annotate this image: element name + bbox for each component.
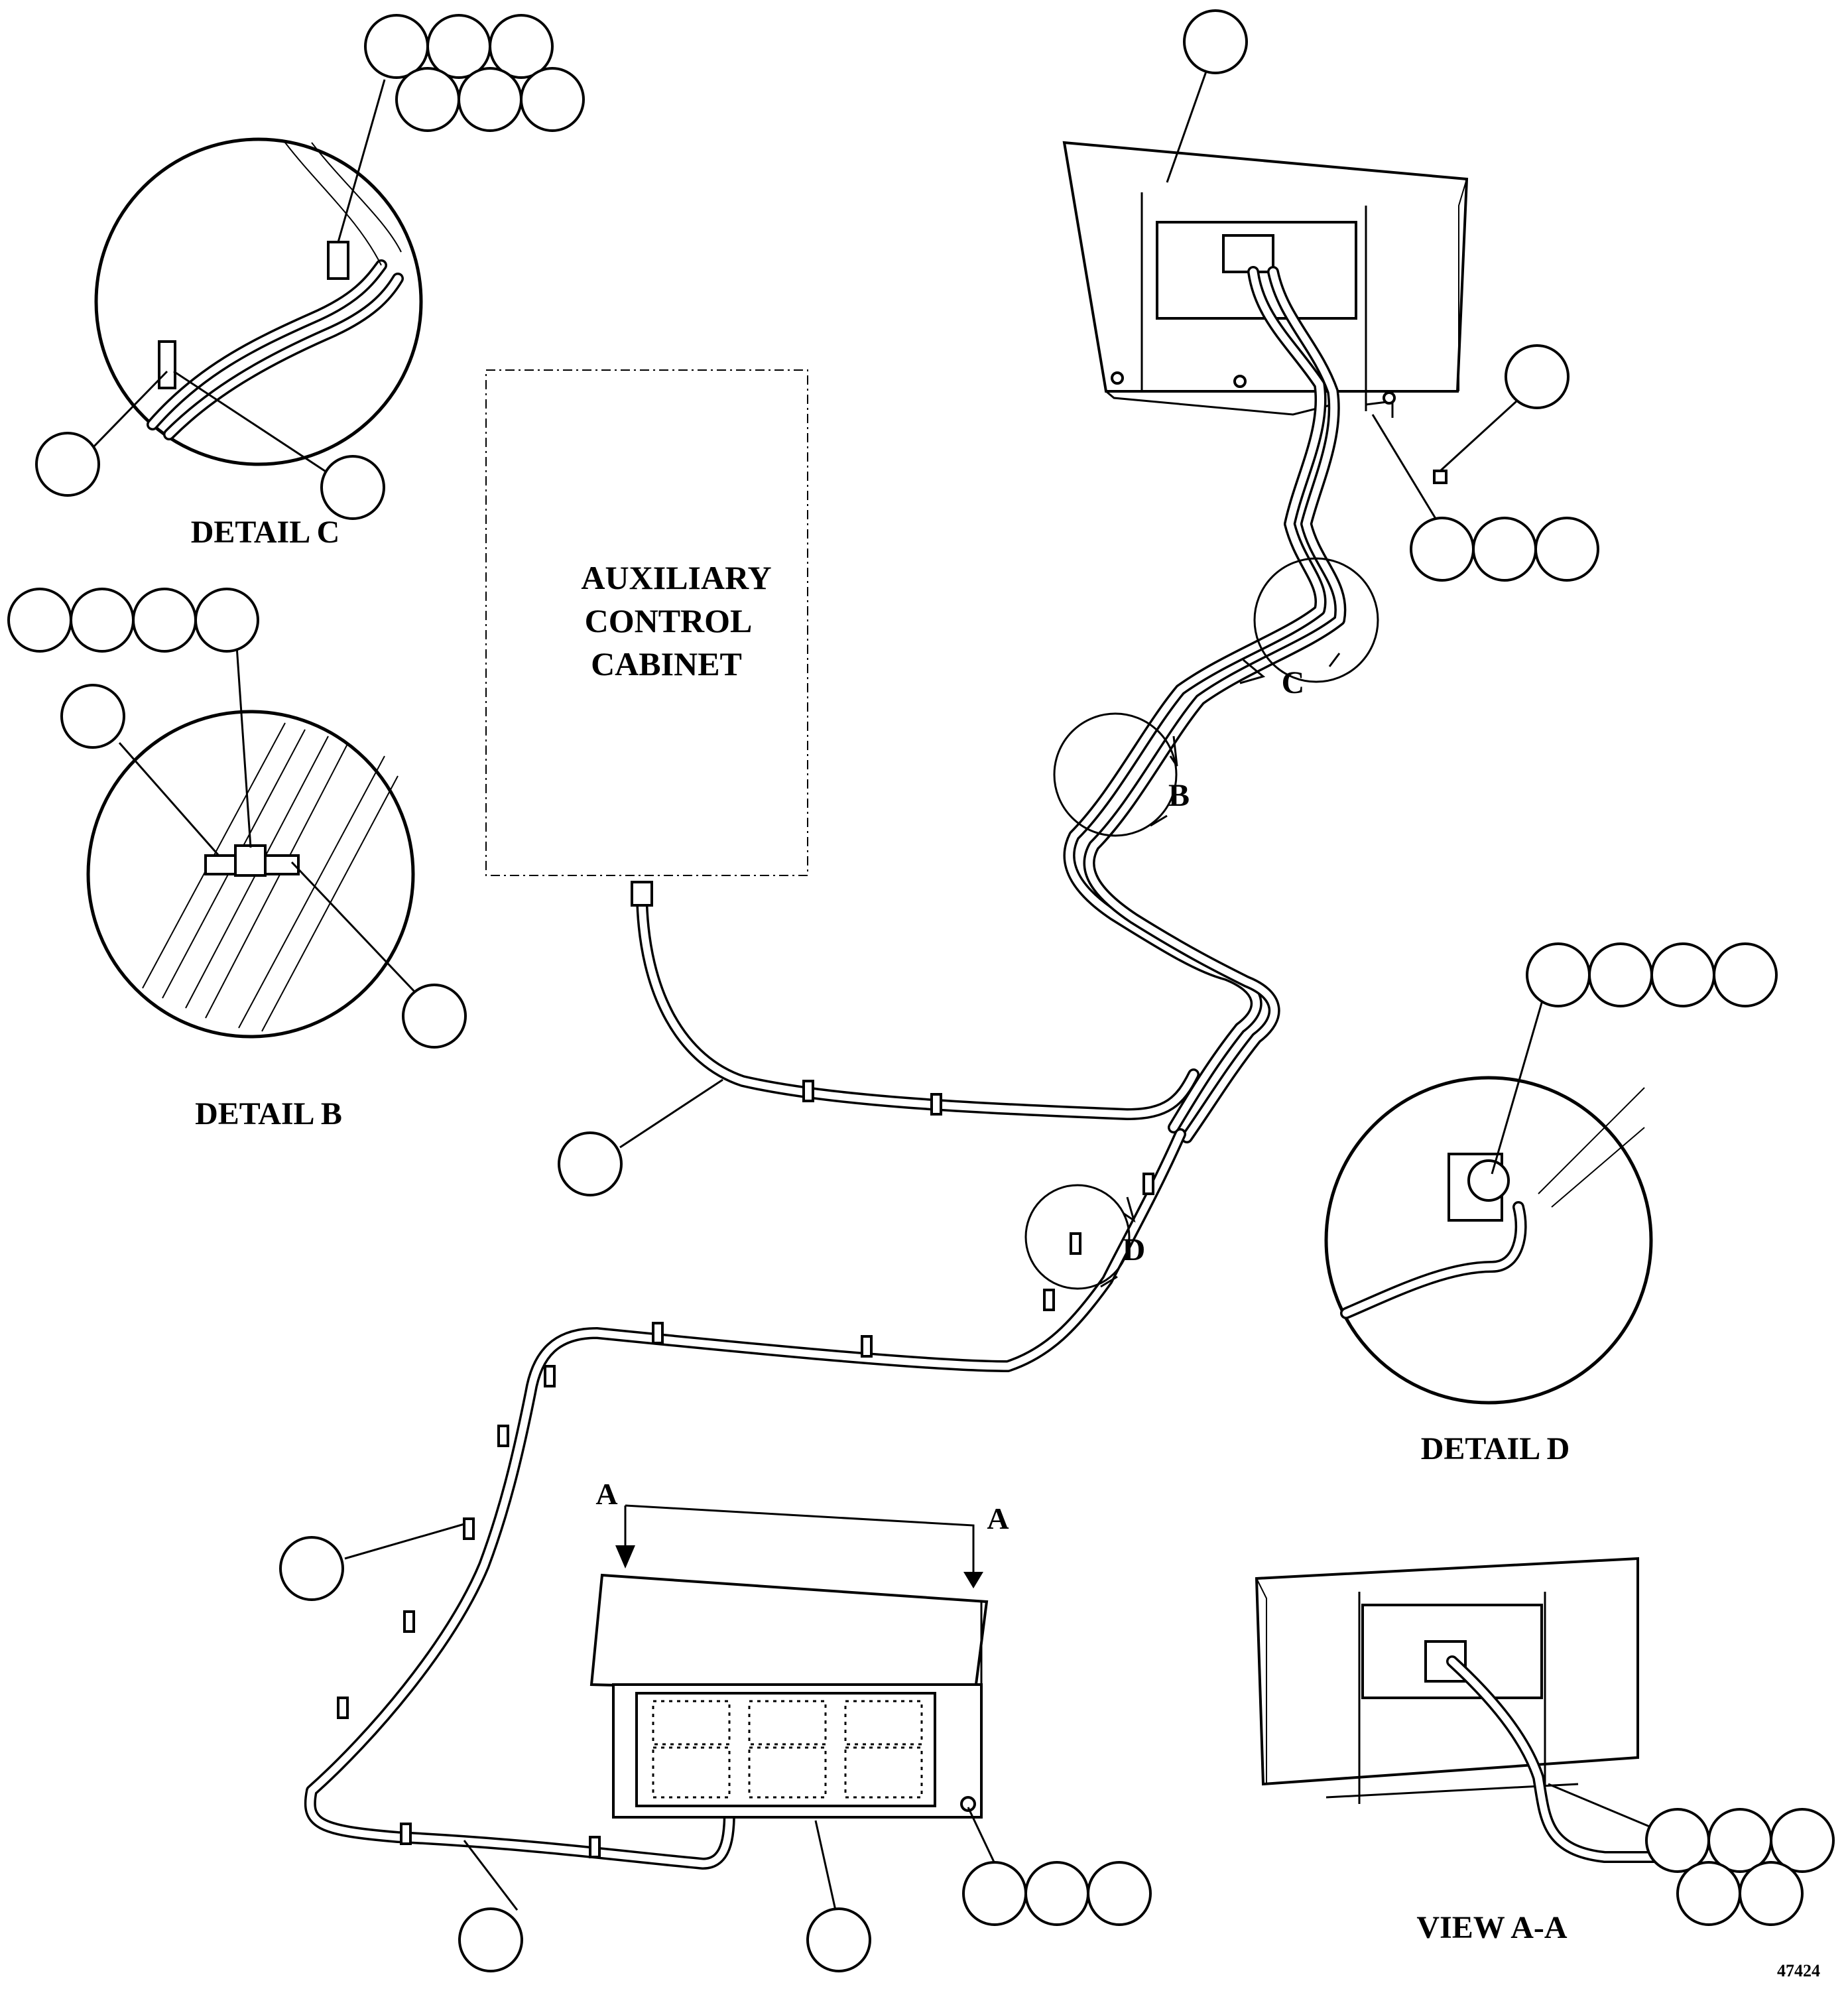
callout-bubble	[1087, 1861, 1152, 1926]
view-a-a	[1255, 1557, 1660, 1863]
callout-bubble	[1534, 517, 1599, 582]
callout-bubble	[1739, 1861, 1804, 1926]
detail-c-callout-letter: C	[1282, 665, 1305, 700]
cabinet-label-line2: CONTROL	[585, 602, 753, 639]
section-a-marker: A A	[595, 1477, 1009, 1588]
digit-2	[748, 1700, 827, 1799]
callout-bubble	[1645, 1808, 1710, 1873]
callout-bubble	[426, 14, 491, 79]
view-a-a-label: VIEW A-A	[1416, 1910, 1567, 1945]
fitting	[327, 241, 349, 280]
callout-bubble	[1505, 344, 1570, 409]
detail-b-callout-circle	[1053, 712, 1178, 837]
callout-bubble	[364, 14, 429, 79]
callout-bubble	[35, 432, 100, 497]
callout-bubble	[320, 455, 385, 520]
cable-gland	[631, 881, 653, 907]
callout-bubble	[60, 684, 125, 749]
detail-b-callout-letter: B	[1168, 778, 1190, 813]
detail-c-circle	[94, 137, 423, 466]
detail-d-callout-letter: D	[1123, 1232, 1146, 1267]
callout-bubble	[458, 1907, 523, 1972]
connector-plate	[1222, 234, 1274, 273]
detail-b-circle	[86, 710, 415, 1039]
detail-c-callout-circle	[1253, 557, 1379, 683]
bottom-display-face	[635, 1692, 936, 1807]
callout-bubble	[1676, 1861, 1741, 1926]
callout-bubble	[558, 1131, 623, 1196]
cabinet-label-line1: AUXILIARY	[581, 559, 771, 596]
callout-bubble	[194, 588, 259, 653]
detail-b-label: DETAIL B	[195, 1096, 342, 1131]
bolt-head	[234, 844, 267, 877]
callout-bubble	[132, 588, 197, 653]
callout-bubble	[520, 67, 585, 132]
section-a-left: A	[595, 1477, 617, 1511]
digit-1	[652, 1700, 731, 1799]
bottom-display-hood	[589, 1573, 989, 1697]
main-cable-run	[304, 266, 1347, 1870]
callout-bubble	[402, 984, 467, 1049]
callout-bubble	[962, 1861, 1027, 1926]
bottom-display-unit	[589, 1573, 989, 1819]
detail-b-callout: B	[1053, 712, 1190, 837]
cabinet-label-line3: CABINET	[591, 645, 742, 682]
callout-bubble	[1410, 517, 1475, 582]
detail-b	[86, 710, 415, 1039]
callout-bubble	[7, 588, 72, 653]
auxiliary-control-cabinet: AUXILIARY CONTROL CABINET	[485, 369, 808, 876]
callout-bubble	[1472, 517, 1537, 582]
callout-bubble	[1770, 1808, 1835, 1873]
detail-d-circle	[1324, 1076, 1653, 1405]
cabinet-cable	[631, 881, 1200, 1120]
detail-c	[94, 137, 423, 466]
callout-bubble	[279, 1536, 344, 1601]
detail-d-label: DETAIL D	[1421, 1431, 1570, 1466]
callout-bubble	[1526, 942, 1591, 1007]
detail-d	[1324, 1076, 1653, 1405]
callout-bubble	[1588, 942, 1653, 1007]
callout-bubble	[1713, 942, 1778, 1007]
detail-d-callout-circle	[1024, 1184, 1131, 1290]
callout-bubble	[458, 67, 523, 132]
callout-bubble	[806, 1907, 871, 1972]
detail-d-callout: D	[1024, 1184, 1146, 1290]
callout-bubble	[489, 14, 554, 79]
callout-bubble	[1707, 1808, 1772, 1873]
callout-bubble	[395, 67, 460, 132]
detail-c-label: DETAIL C	[191, 515, 340, 550]
callout-bubble	[1024, 1861, 1089, 1926]
callout-bubble	[1650, 942, 1715, 1007]
washer	[1433, 470, 1448, 484]
callout-bubble	[70, 588, 135, 653]
cabinet-outline	[485, 369, 808, 876]
section-a-right: A	[987, 1502, 1009, 1535]
callout-bubble	[1183, 9, 1248, 74]
clamp	[158, 340, 176, 389]
figure-number: 47424	[1777, 1961, 1820, 1980]
detail-c-callout: C	[1239, 557, 1379, 700]
top-display-unit	[1062, 141, 1469, 418]
digit-3	[844, 1700, 923, 1799]
